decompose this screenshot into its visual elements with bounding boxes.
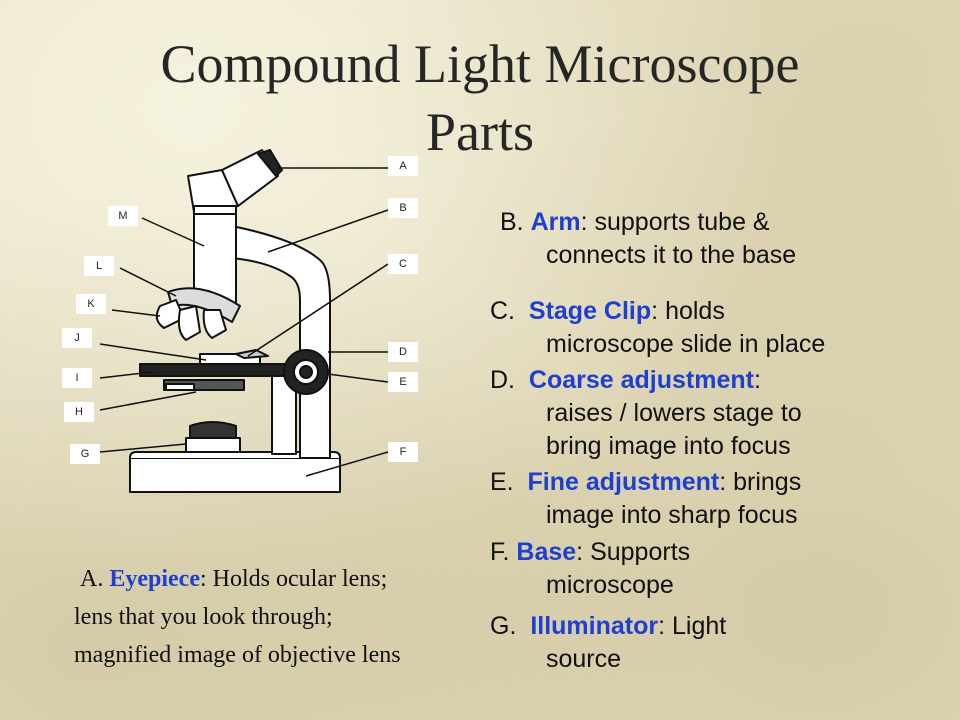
label-I: I — [62, 368, 92, 388]
def-E-line1: brings — [733, 468, 802, 496]
title-line-2: Parts — [426, 102, 534, 162]
label-D: D — [388, 342, 418, 362]
label-B: B — [388, 198, 418, 218]
label-M: M — [108, 206, 138, 226]
def-C-term: Stage Clip — [528, 297, 652, 325]
stage-shape — [139, 363, 301, 377]
illuminator-shape — [185, 437, 241, 453]
title-line-1: Compound Light Microscope — [160, 34, 800, 94]
definition-A: A. Eyepiece: Holds ocular lens; lens tha… — [74, 560, 404, 674]
def-A-letter: A. — [80, 566, 104, 592]
def-A-sep: : — [199, 566, 207, 592]
label-C: C — [388, 254, 418, 274]
def-G-sep: : — [658, 612, 666, 640]
definition-D: D. Coarse adjustment: raises / lowers st… — [490, 364, 802, 463]
objective-2 — [177, 305, 201, 341]
def-B-letter: B. — [500, 208, 524, 236]
def-A-term: Eyepiece — [109, 566, 200, 592]
definition-B: B. Arm: supports tube & connects it to t… — [500, 206, 796, 272]
definition-C: C. Stage Clip: holds microscope slide in… — [490, 295, 825, 361]
label-H: H — [64, 402, 94, 422]
def-G-line2: source — [546, 645, 622, 673]
def-C-line2: microscope slide in place — [546, 330, 826, 358]
definition-G: G. Illuminator: Light source — [490, 610, 726, 676]
label-K: K — [76, 294, 106, 314]
def-A-text: Holds ocular lens; lens that you look th… — [74, 566, 401, 668]
def-B-line2: connects it to the base — [546, 241, 797, 269]
fine-knob-shape — [299, 365, 313, 379]
def-E-sep: : — [719, 468, 727, 496]
def-C-letter: C. — [490, 297, 515, 325]
def-E-letter: E. — [490, 468, 514, 496]
def-G-term: Illuminator — [530, 612, 659, 640]
label-E: E — [388, 372, 418, 392]
def-D-line3: bring image into focus — [546, 432, 791, 460]
def-C-line1: holds — [665, 297, 725, 325]
def-F-sep: : — [576, 538, 584, 566]
slide-title: Compound Light Microscope Parts — [0, 30, 960, 166]
def-E-term: Fine adjustment — [527, 468, 720, 496]
label-J: J — [62, 328, 92, 348]
def-F-line2: microscope — [546, 571, 674, 599]
def-B-sep: : — [580, 208, 588, 236]
def-F-letter: F. — [490, 538, 510, 566]
def-B-term: Arm — [530, 208, 581, 236]
arm-shape — [231, 225, 331, 459]
def-C-sep: : — [651, 297, 659, 325]
definition-E: E. Fine adjustment: brings image into sh… — [490, 466, 801, 532]
label-F: F — [388, 442, 418, 462]
def-E-line2: image into sharp focus — [546, 501, 798, 529]
eyepiece-shape — [221, 149, 279, 207]
def-G-line1: Light — [672, 612, 727, 640]
def-D-sep: : — [753, 366, 761, 394]
def-F-term: Base — [516, 538, 577, 566]
label-G: G — [70, 444, 100, 464]
objective-3 — [202, 309, 227, 339]
def-D-letter: D. — [490, 366, 515, 394]
definition-F: F. Base: Supports microscope — [490, 536, 690, 602]
def-F-line1: Supports — [590, 538, 691, 566]
label-A: A — [388, 156, 418, 176]
label-L: L — [84, 256, 114, 276]
def-D-term: Coarse adjustment — [528, 366, 754, 394]
def-D-line2: raises / lowers stage to — [546, 399, 802, 427]
def-B-line1: supports tube & — [594, 208, 770, 236]
def-G-letter: G. — [490, 612, 517, 640]
